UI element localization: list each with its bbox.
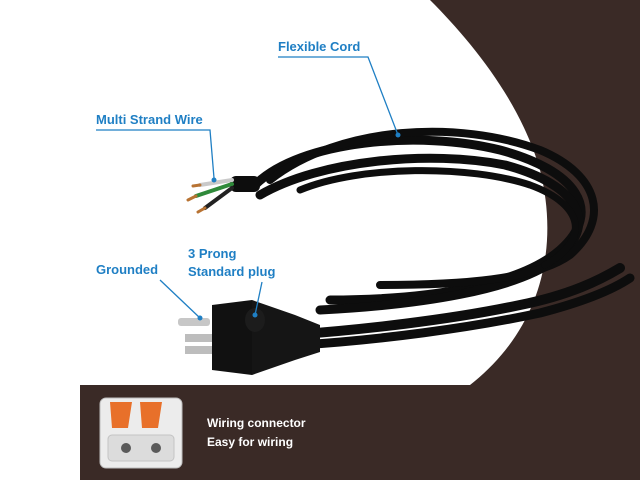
multi-strand-dot	[211, 177, 217, 183]
flexible-cord	[250, 127, 635, 350]
cord-end	[230, 176, 260, 192]
connector-subtitle: Easy for wiring	[207, 435, 294, 449]
grounded-dot	[197, 315, 203, 321]
flexible-cord-label: Flexible Cord	[278, 39, 361, 54]
three-prong-plug	[178, 300, 320, 375]
flexible-cord-dot	[395, 132, 401, 138]
plug-label-line2: Standard plug	[188, 264, 276, 279]
connector-title: Wiring connector	[207, 416, 306, 430]
background-dark-shape	[80, 0, 640, 480]
callout-lines	[96, 56, 399, 319]
plug-label: 3 Prong Standard plug	[188, 245, 275, 281]
wiring-connector-image	[99, 397, 183, 469]
plug-dot	[252, 312, 258, 318]
grounded-label: Grounded	[96, 262, 159, 277]
multi-strand-wires	[186, 178, 234, 214]
multi-strand-wire-label: Multi Strand Wire	[96, 112, 203, 127]
plug-label-line1: 3 Prong	[188, 246, 237, 261]
